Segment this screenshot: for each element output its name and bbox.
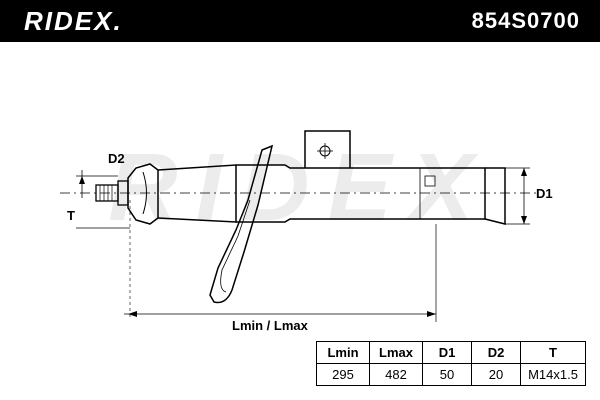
header-lmin: Lmin (316, 341, 370, 364)
spring-seat (209, 144, 274, 304)
value-d1: 50 (422, 363, 472, 386)
brand-logo: RIDEX. (24, 6, 123, 36)
lower-end (484, 167, 506, 225)
label-d1: D1 (536, 186, 553, 201)
label-d2: D2 (108, 151, 125, 166)
label-t: T (67, 208, 75, 223)
watermark: RIDEX (108, 134, 492, 241)
header-t: T (520, 341, 586, 364)
value-t: M14x1.5 (520, 363, 586, 386)
body-tube (236, 164, 486, 223)
value-lmax: 482 (369, 363, 423, 386)
header-bar: RIDEX. 854S0700 (0, 0, 600, 42)
header-lmax: Lmax (369, 341, 423, 364)
specs-table: Lmin Lmax D1 D2 T 295 482 50 20 M14x1.5 (316, 341, 586, 386)
mounting-bracket (304, 130, 351, 168)
header-d1: D1 (422, 341, 472, 364)
header-d2: D2 (471, 341, 521, 364)
body-upper (157, 164, 237, 223)
part-number: 854S0700 (471, 8, 580, 33)
value-lmin: 295 (316, 363, 370, 386)
specs-value-row: 295 482 50 20 M14x1.5 (316, 363, 586, 386)
label-length: Lmin / Lmax (232, 318, 308, 333)
specs-header-row: Lmin Lmax D1 D2 T (316, 341, 586, 364)
value-d2: 20 (471, 363, 521, 386)
